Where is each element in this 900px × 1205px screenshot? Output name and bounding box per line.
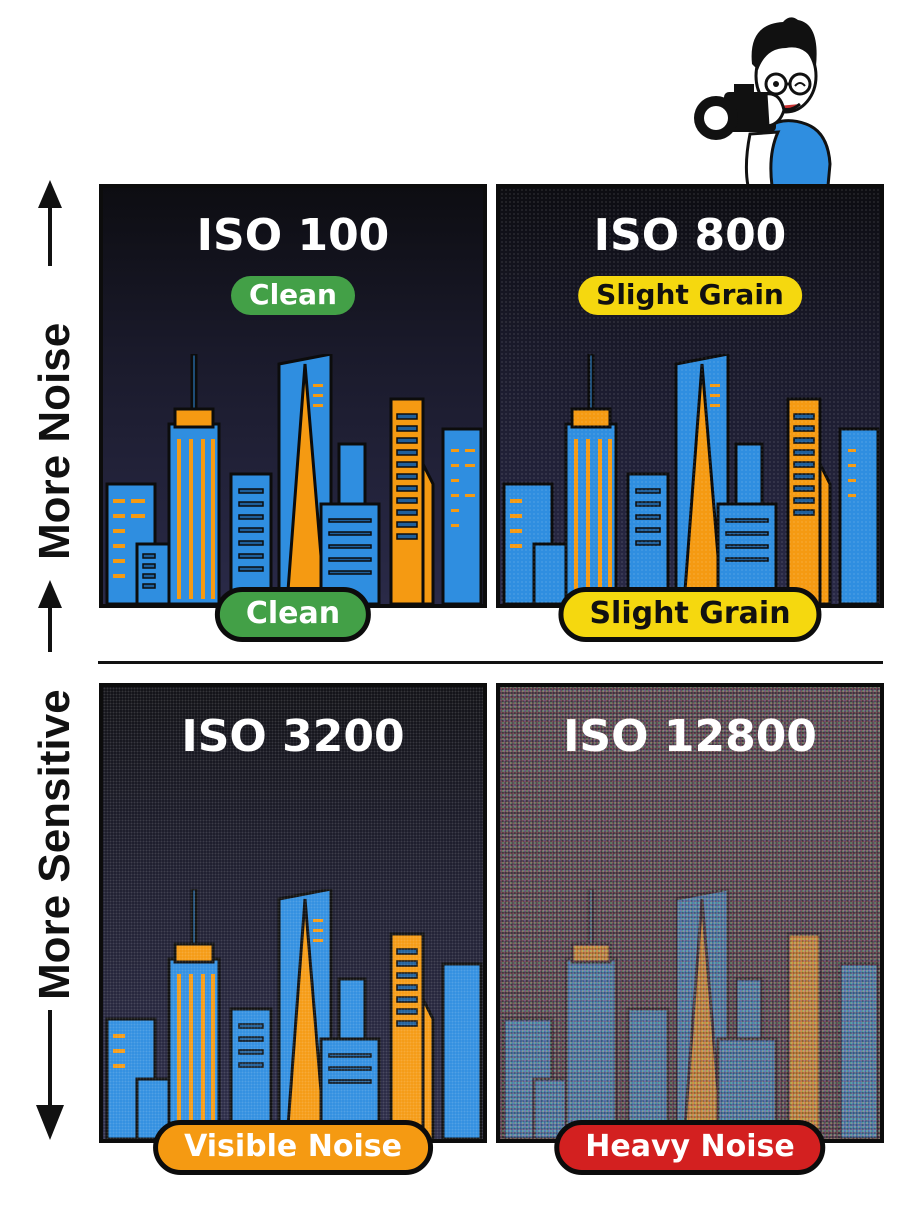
iso-title: ISO 3200 [181,711,405,762]
panel-iso-800: ISO 800 Slight Grain Slight Grain [496,184,884,642]
photographer-mascot-icon [694,17,832,186]
panel-iso-12800: ISO 12800 Heavy Noise [496,683,884,1175]
section-divider [98,661,883,664]
iso-title: ISO 12800 [563,711,817,762]
iso-title: ISO 800 [593,210,787,261]
city-skyline-icon [105,354,483,604]
tag-bottom-visible-noise: Visible Noise [153,1120,433,1175]
city-skyline-icon [502,889,880,1139]
vertical-axis: More Noise More Sensitive [0,180,100,1150]
iso-title: ISO 100 [196,210,390,261]
tag-top-slight-grain: Slight Grain [578,276,802,315]
axis-label-more-noise: More Noise [30,322,79,560]
city-skyline-icon [105,889,483,1139]
tag-bottom-slight-grain: Slight Grain [558,587,822,642]
axis-arrows-icon [36,180,64,1140]
tag-bottom-heavy-noise: Heavy Noise [554,1120,826,1175]
city-skyline-icon [502,354,880,604]
axis-label-more-sensitive: More Sensitive [30,689,79,1000]
panel-iso-3200: ISO 3200 Visible Noise [99,683,487,1175]
tag-bottom-clean: Clean [214,587,372,642]
tag-top-clean: Clean [231,276,355,315]
panel-iso-100: ISO 100 Clean Clean [99,184,487,642]
